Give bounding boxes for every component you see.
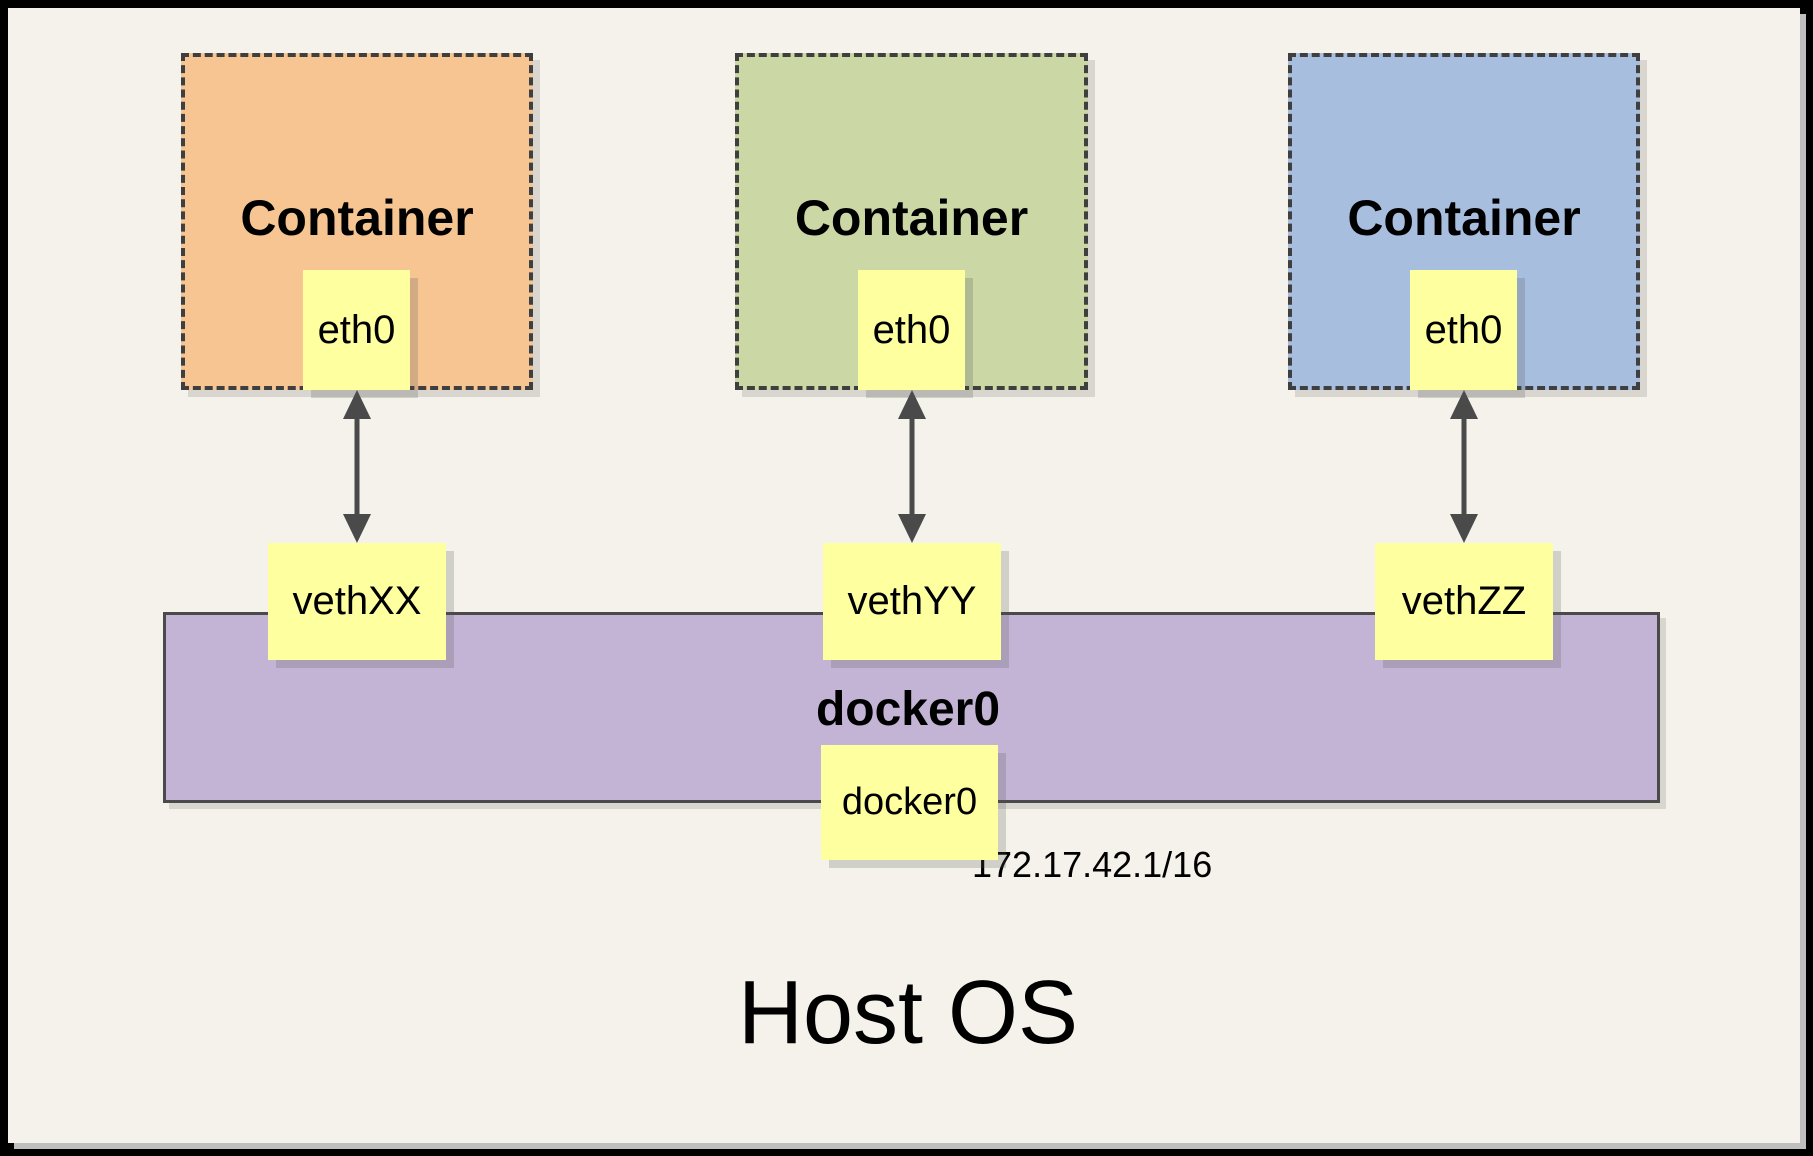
container-box-3: Container xyxy=(1288,53,1640,390)
vethYY-badge: vethYY xyxy=(823,543,1001,660)
container-1-eth0-badge: eth0 xyxy=(303,270,410,390)
vethXX-label: vethXX xyxy=(292,579,422,623)
container-2-title: Container xyxy=(794,190,1029,246)
docker0-interface-label: docker0 xyxy=(841,781,978,823)
vethXX-badge: vethXX xyxy=(268,543,446,660)
host-os-label: Host OS xyxy=(737,963,1079,1063)
container-3-eth0-label: eth0 xyxy=(1424,307,1503,352)
container-3-title: Container xyxy=(1347,190,1581,246)
veth-connection-arrow-2 xyxy=(897,390,927,543)
bridge-ip-address: 172.17.42.1/16 xyxy=(972,844,1213,885)
container-1-eth0-label: eth0 xyxy=(317,307,396,352)
veth-connection-arrow-1 xyxy=(342,390,372,543)
container-2-eth0-label: eth0 xyxy=(872,307,951,352)
container-1-title: Container xyxy=(240,190,474,246)
docker0-interface-badge: docker0 xyxy=(821,745,998,860)
container-2-eth0-badge: eth0 xyxy=(858,270,965,390)
container-3-eth0-badge: eth0 xyxy=(1410,270,1517,390)
docker0-bridge-title: docker0 xyxy=(815,683,1001,736)
vethZZ-badge: vethZZ xyxy=(1375,543,1553,660)
host-os-panel: Container eth0 vethXX Container eth0 vet… xyxy=(8,8,1800,1143)
veth-connection-arrow-3 xyxy=(1449,390,1479,543)
vethZZ-label: vethZZ xyxy=(1401,579,1527,623)
vethYY-label: vethYY xyxy=(847,579,977,623)
